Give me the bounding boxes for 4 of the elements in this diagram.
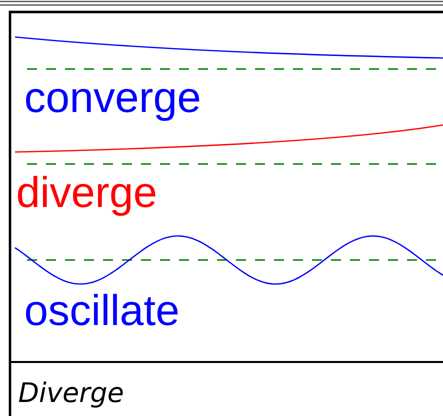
curve-label: converge xyxy=(26,88,200,121)
curve-label: oscillate xyxy=(26,294,178,326)
curve-label: diverge xyxy=(18,176,156,216)
caption-text: Diverge xyxy=(18,382,123,408)
